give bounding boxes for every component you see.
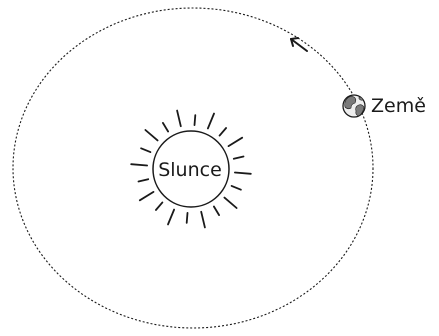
sun-ray xyxy=(140,192,154,200)
earth-label: Země xyxy=(371,95,426,117)
sun-ray xyxy=(234,157,244,159)
sun-ray xyxy=(214,207,219,216)
sun-ray xyxy=(235,173,251,174)
sun-ray xyxy=(220,128,227,136)
sun-ray xyxy=(131,164,147,165)
sun-ray xyxy=(232,186,241,190)
sun-ray xyxy=(177,111,181,127)
sun-ray xyxy=(156,202,163,210)
sun-ray xyxy=(139,179,149,181)
sun-ray xyxy=(141,148,150,152)
sun-ray xyxy=(224,198,236,208)
sun-ray xyxy=(145,130,157,140)
orbit-direction-arrow-icon xyxy=(291,38,307,51)
sun-ray xyxy=(187,213,188,223)
sun-label: Slunce xyxy=(158,159,222,181)
sun-ray xyxy=(229,138,243,146)
earth-icon xyxy=(343,95,365,117)
sun-ray xyxy=(168,210,174,225)
sun-ray xyxy=(201,212,205,228)
sun-ray xyxy=(208,114,214,129)
sun-ray xyxy=(195,115,196,125)
sun-ray xyxy=(163,123,168,132)
